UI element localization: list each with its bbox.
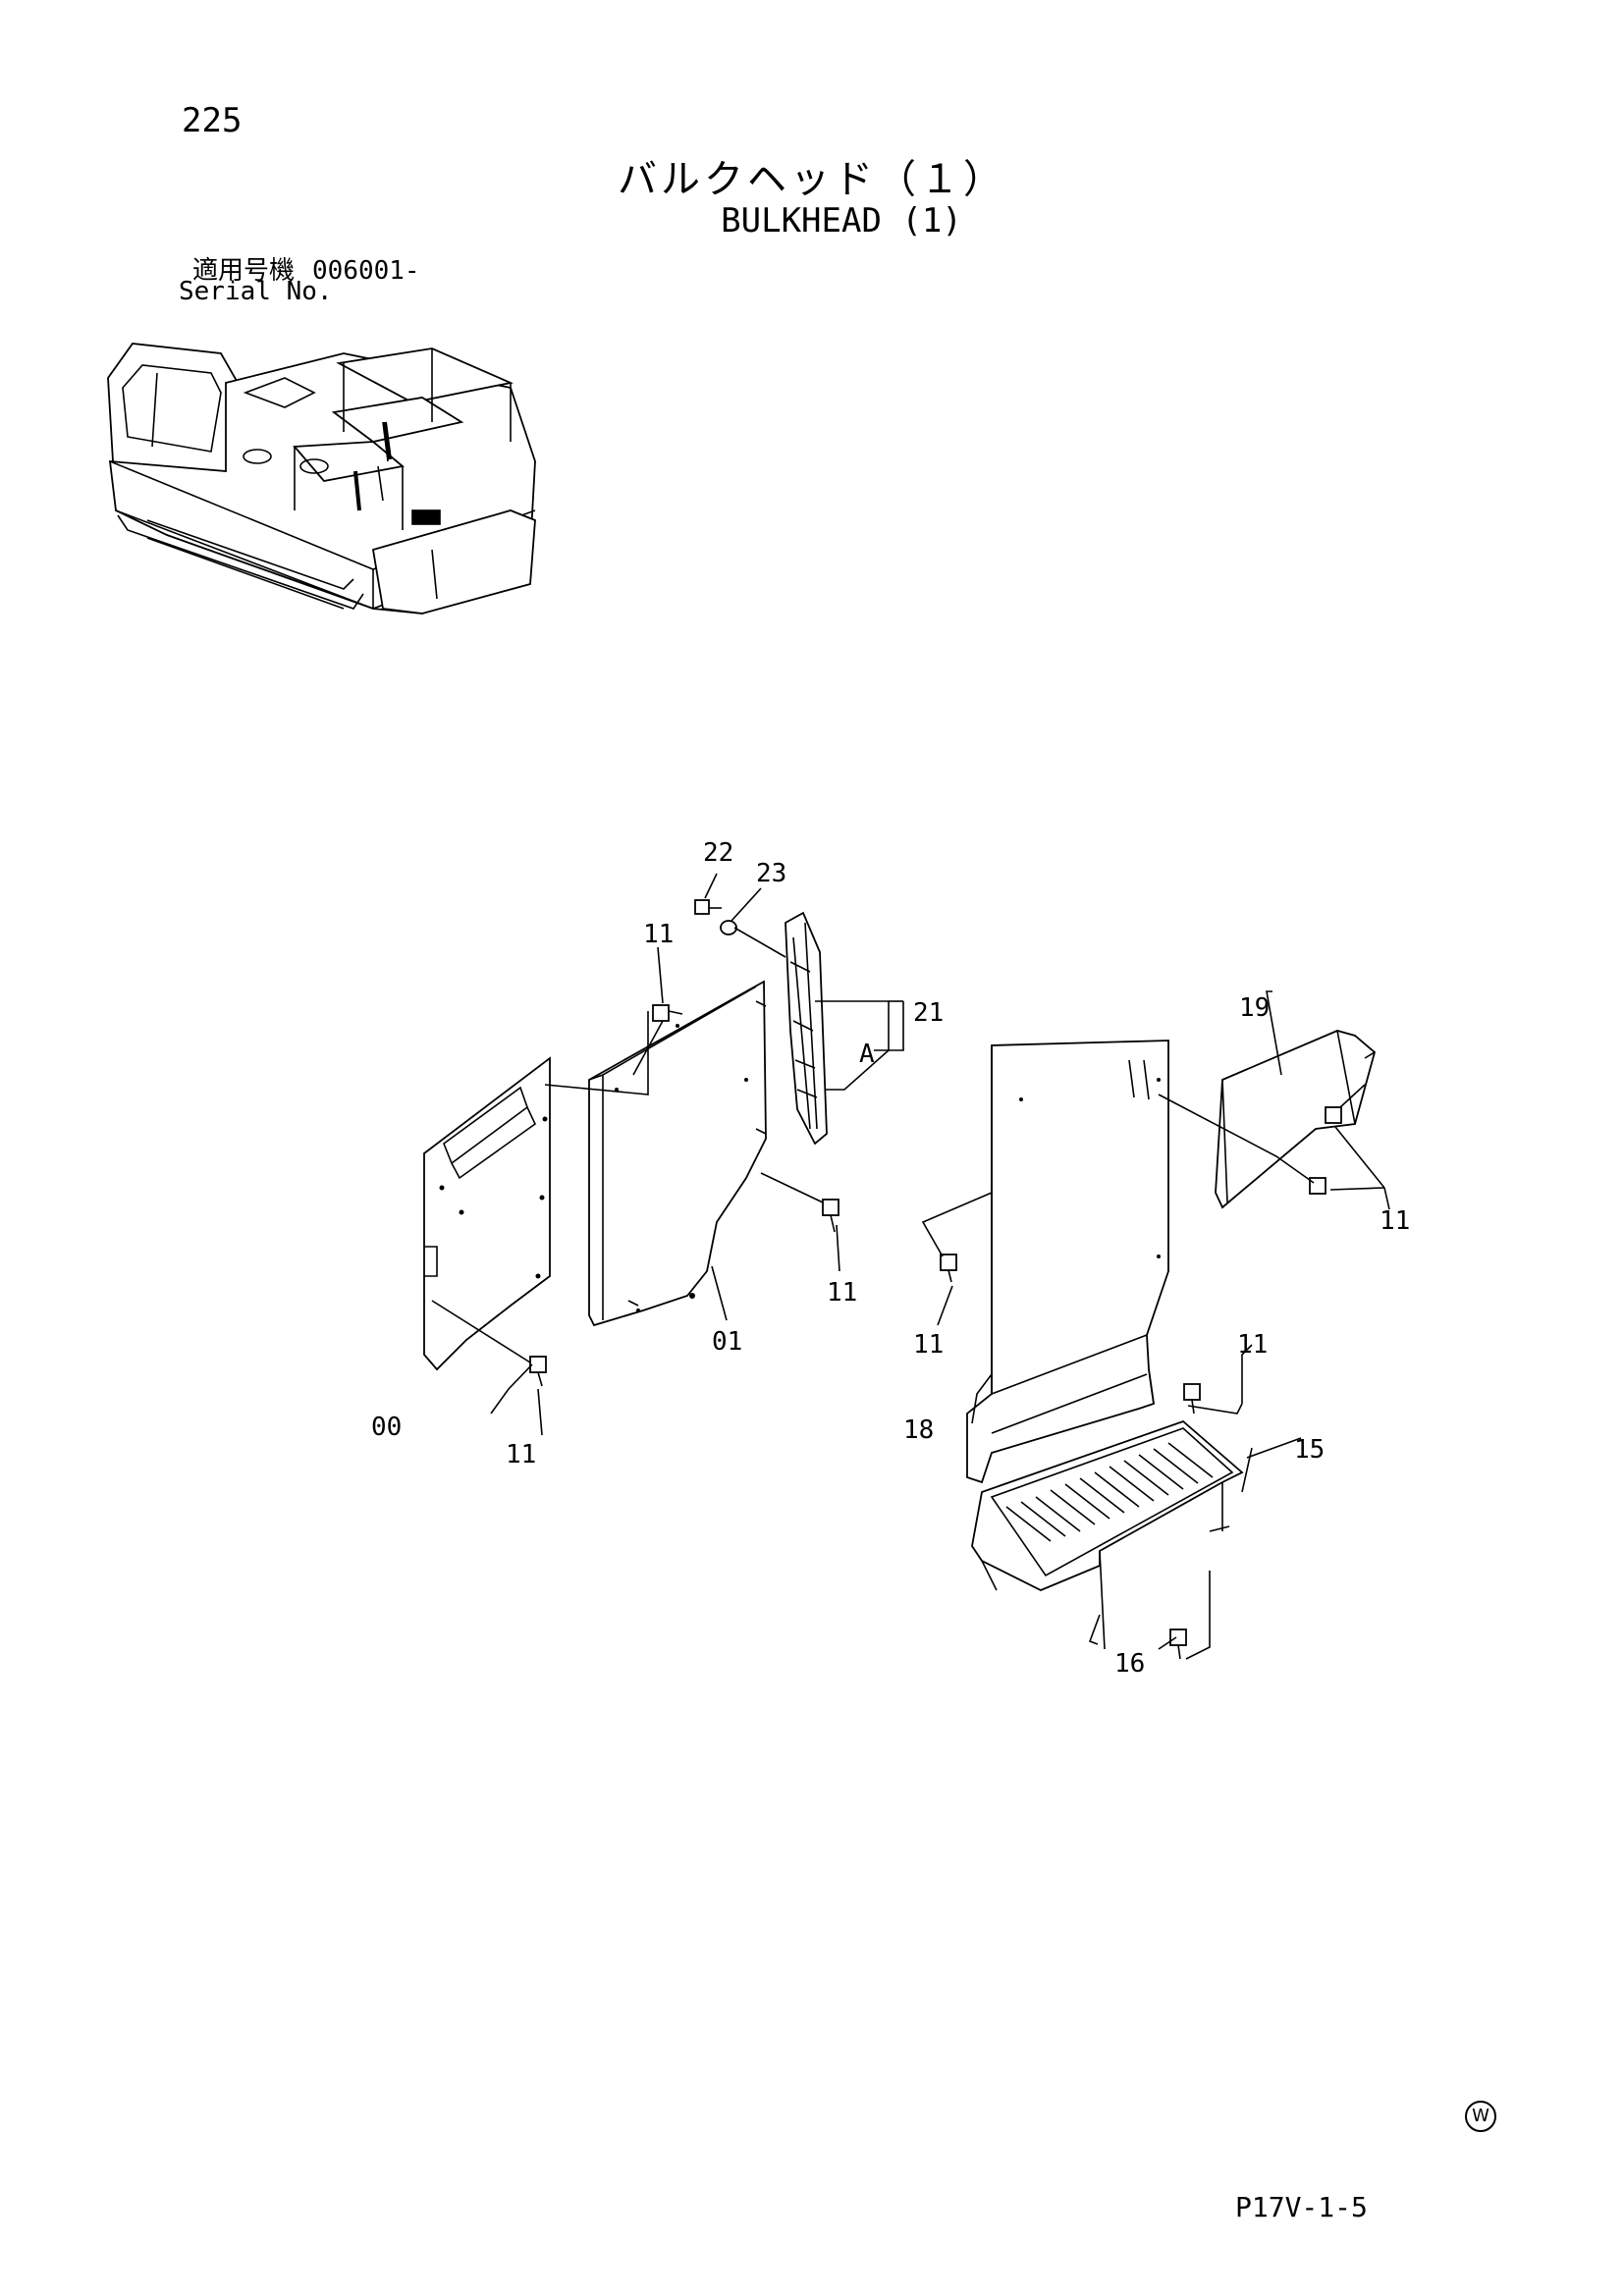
page-number: 225 bbox=[182, 101, 243, 140]
part-00-panel bbox=[423, 1056, 551, 1371]
page-title-en: BULKHEAD (1) bbox=[721, 201, 962, 240]
watermark-icon: W bbox=[1465, 2101, 1496, 2132]
callout-A: A bbox=[859, 1040, 875, 1069]
bolt-11c-icon bbox=[529, 1356, 547, 1387]
bolt-11a-icon bbox=[652, 1004, 683, 1022]
callout-11-mid: 11 bbox=[827, 1278, 857, 1308]
callout-21: 21 bbox=[913, 998, 944, 1028]
callout-01: 01 bbox=[712, 1327, 742, 1357]
part-18-panel bbox=[966, 1040, 1169, 1484]
bolts bbox=[529, 899, 1342, 1660]
part-19-cover bbox=[1215, 1030, 1377, 1209]
part-21-plate bbox=[785, 911, 828, 1146]
callout-11-grille: 11 bbox=[1237, 1330, 1268, 1360]
callout-19: 19 bbox=[1239, 993, 1270, 1023]
grille-slots bbox=[1005, 1442, 1214, 1542]
callout-16: 16 bbox=[1114, 1649, 1145, 1679]
bolt-22-icon bbox=[694, 899, 722, 915]
washer-23-icon bbox=[720, 920, 737, 935]
callout-11-top: 11 bbox=[643, 920, 674, 949]
leader-lines bbox=[431, 873, 1390, 1660]
callout-11-panel18: 11 bbox=[913, 1330, 944, 1360]
part-15-grille bbox=[971, 1419, 1244, 1650]
bolt-16-icon bbox=[1169, 1629, 1187, 1660]
callout-22: 22 bbox=[703, 838, 733, 868]
serial-value: 006001- bbox=[312, 256, 420, 286]
callout-labels: 22 23 11 21 A 19 11 11 01 11 11 00 11 18… bbox=[371, 838, 1410, 1679]
bolt-11f-icon bbox=[1309, 1106, 1342, 1195]
serial-label-en: Serial No. bbox=[179, 277, 333, 306]
callout-11-bottom: 11 bbox=[506, 1440, 536, 1469]
excavator-outline bbox=[107, 343, 536, 614]
callout-11-right: 11 bbox=[1380, 1206, 1410, 1236]
callout-15: 15 bbox=[1294, 1435, 1325, 1465]
drawing-code: P17V-1-5 bbox=[1235, 2191, 1368, 2223]
serial-label-jp: 適用号機 bbox=[192, 256, 296, 286]
callout-00: 00 bbox=[371, 1413, 402, 1442]
part-01-panel bbox=[588, 980, 767, 1327]
bolt-11b-icon bbox=[822, 1199, 839, 1233]
bolt-11e-icon bbox=[1183, 1383, 1201, 1415]
callout-23: 23 bbox=[756, 859, 786, 888]
bolt-11d-icon bbox=[940, 1254, 957, 1283]
page-title-jp: バルクヘッド（１） bbox=[618, 157, 1006, 202]
callout-18: 18 bbox=[903, 1415, 934, 1445]
serial-row: 適用号機 006001- bbox=[192, 250, 420, 287]
